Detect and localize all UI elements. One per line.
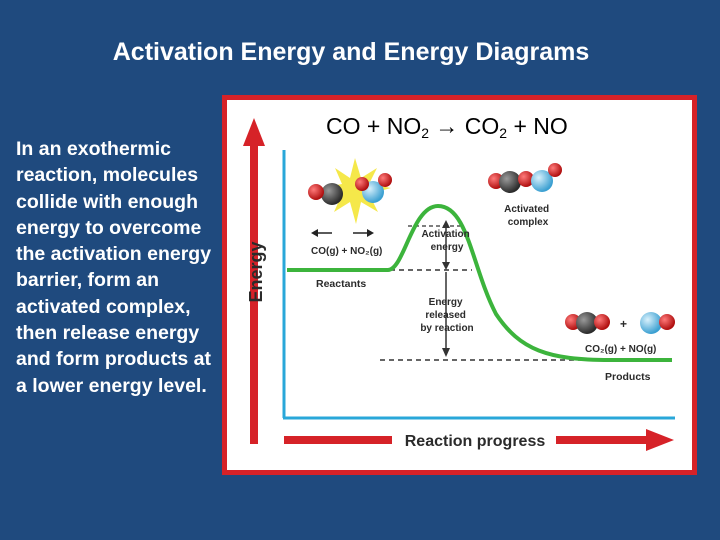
- collision-starburst-icon: [320, 158, 391, 224]
- activation-arrow-head-bottom: [442, 262, 450, 270]
- nitrogen-atom-icon: [640, 312, 662, 334]
- nitrogen-atom-icon: [531, 170, 553, 192]
- eq-right-sub: 2: [499, 125, 508, 141]
- eq-right: CO: [464, 113, 500, 139]
- products-label: Products: [605, 371, 651, 383]
- energy-curve: [287, 203, 672, 362]
- eq-arrow-icon: →: [435, 113, 459, 139]
- oxygen-atom-icon: [355, 177, 369, 191]
- motion-arrow-left-head: [311, 229, 318, 237]
- progress-arrow-head: [646, 429, 674, 451]
- carbon-atom-icon: [576, 312, 598, 334]
- reactants-label: Reactants: [316, 278, 366, 290]
- y-axis-label: Energy: [246, 241, 266, 302]
- slide-body-text: In an exothermic reaction, molecules col…: [16, 138, 212, 397]
- oxygen-atom-icon: [518, 171, 534, 187]
- oxygen-atom-icon: [659, 314, 675, 330]
- energy-arrow-head: [243, 118, 265, 146]
- plus-sign: +: [620, 317, 627, 331]
- eq-right-tail: + NO: [507, 113, 568, 139]
- oxygen-atom-icon: [548, 163, 562, 177]
- oxygen-atom-icon: [378, 173, 392, 187]
- released-arrow-head: [442, 348, 450, 357]
- motion-arrow-right-head: [367, 229, 374, 237]
- progress-arrow-shaft-left: [284, 436, 392, 444]
- eq-left-sub: 2: [421, 125, 430, 141]
- energy-released-label: Energy released by reaction: [420, 297, 473, 334]
- activation-arrow-head-top: [442, 220, 450, 228]
- carbon-atom-icon: [321, 183, 343, 205]
- carbon-atom-icon: [499, 171, 521, 193]
- products-formula-label: CO₂(g) + NO(g): [585, 344, 656, 355]
- oxygen-atom-icon: [594, 314, 610, 330]
- progress-arrow-shaft-right: [556, 436, 650, 444]
- diagram-frame: [222, 95, 697, 475]
- energy-arrow-shaft: [250, 144, 258, 444]
- reaction-equation: CO + NO2 → CO2 + NO: [326, 113, 568, 141]
- activated-complex-label: Activated complex: [504, 204, 552, 228]
- x-axis-label: Reaction progress: [405, 433, 546, 450]
- slide-title: Activation Energy and Energy Diagrams: [112, 38, 590, 66]
- eq-left: CO + NO: [326, 113, 422, 139]
- activation-energy-label: Activation energy: [421, 229, 472, 253]
- reactants-formula-label: CO(g) + NO₂(g): [311, 246, 382, 257]
- oxygen-atom-icon: [308, 184, 324, 200]
